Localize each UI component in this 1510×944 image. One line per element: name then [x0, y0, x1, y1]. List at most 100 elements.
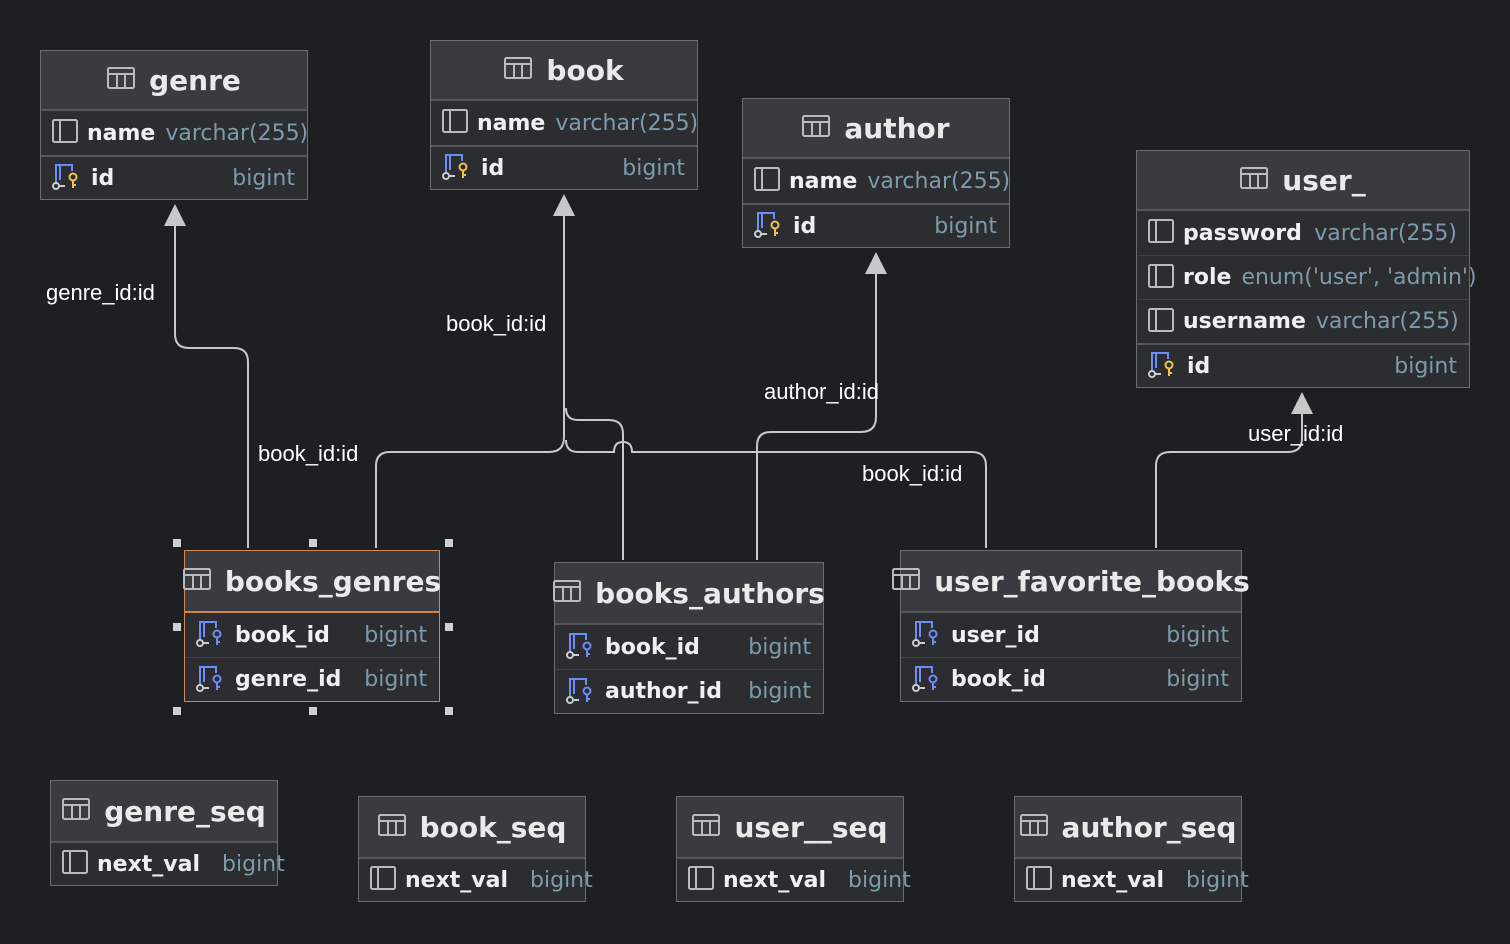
column-icon — [441, 109, 469, 137]
connector-user-favorite-books-to-user[interactable] — [1155, 414, 1303, 548]
table-header[interactable]: books_authors — [553, 563, 825, 625]
table-header[interactable]: genre_seq — [51, 781, 277, 843]
connector-user-favorite-books-to-book[interactable] — [565, 439, 987, 548]
resize-handle-bottom-right[interactable] — [445, 707, 453, 715]
table-header[interactable]: author — [743, 99, 1009, 159]
column-row-name[interactable]: name varchar(255) — [743, 159, 1011, 203]
column-type: enum('user', 'admin') — [1241, 265, 1477, 290]
column-type: bigint — [748, 634, 811, 660]
column-name: name — [789, 168, 858, 194]
table-icon — [377, 813, 406, 841]
column-type: varchar(255) — [165, 120, 309, 146]
column-icon — [51, 119, 79, 147]
column-name: author_id — [605, 679, 722, 704]
column-row-id[interactable]: id bigint — [41, 155, 307, 199]
table-header[interactable]: book_seq — [359, 797, 585, 859]
column-name: next_val — [97, 851, 201, 877]
foreign-key-icon — [911, 664, 943, 696]
column-row-book-id[interactable]: book_id bigint — [901, 657, 1241, 701]
table-icon — [504, 56, 533, 84]
column-type: bigint — [1166, 667, 1229, 692]
column-icon — [1147, 219, 1175, 247]
column-row-role[interactable]: role enum('user', 'admin') — [1137, 255, 1477, 299]
column-type: bigint — [748, 679, 811, 704]
table-header[interactable]: user_ — [1137, 151, 1469, 211]
column-type: bigint — [934, 213, 997, 239]
relation-label-user-id: user_id:id — [1248, 421, 1344, 446]
resize-handle-top-left[interactable] — [173, 539, 181, 547]
column-name: next_val — [1061, 867, 1165, 893]
column-name: next_val — [723, 867, 827, 893]
column-name: id — [1187, 353, 1211, 379]
table-icon — [892, 567, 921, 595]
relation-label-author-id: author_id:id — [764, 379, 879, 404]
foreign-key-icon — [195, 619, 227, 651]
table-header[interactable]: user_favorite_books — [892, 551, 1250, 613]
table-title: book_seq — [419, 810, 567, 844]
relation-label-book-id-user-favorite: book_id:id — [862, 461, 963, 486]
resize-handle-middle-right[interactable] — [445, 623, 453, 631]
table-header[interactable]: user__seq — [677, 797, 903, 859]
column-name: id — [481, 155, 505, 181]
table-icon — [62, 797, 91, 825]
column-type: varchar(255) — [555, 110, 699, 136]
column-type: varchar(255) — [867, 168, 1011, 194]
table-author[interactable]: author name varchar(255) id bigint — [742, 98, 1010, 248]
resize-handle-bottom-left[interactable] — [173, 707, 181, 715]
connector-books-genres-to-book[interactable] — [375, 216, 565, 548]
column-row-author-id[interactable]: author_id bigint — [555, 669, 823, 713]
table-header[interactable]: genre — [41, 51, 307, 111]
column-name: book_id — [951, 667, 1046, 692]
connector-books-genres-to-genre[interactable] — [174, 224, 249, 548]
table-icon — [1019, 813, 1048, 841]
primary-key-icon — [441, 152, 473, 184]
table-header[interactable]: book — [431, 41, 697, 101]
column-row-id[interactable]: id bigint — [743, 203, 1009, 247]
table-header[interactable]: author_seq — [1015, 797, 1241, 859]
resize-handle-top-middle[interactable] — [309, 539, 317, 547]
column-name: role — [1183, 265, 1232, 290]
foreign-key-icon — [911, 619, 943, 651]
table-title: user_favorite_books — [934, 564, 1250, 598]
column-type: bigint — [1166, 622, 1229, 648]
column-name: id — [793, 213, 817, 239]
table-title: author_seq — [1061, 810, 1237, 844]
column-type: bigint — [232, 165, 295, 191]
resize-handle-bottom-middle[interactable] — [309, 707, 317, 715]
resize-handle-middle-left[interactable] — [173, 623, 181, 631]
table-header[interactable]: books_genres — [182, 551, 441, 613]
column-icon — [61, 850, 89, 878]
resize-handle-top-right[interactable] — [445, 539, 453, 547]
relation-label-genre-id: genre_id:id — [46, 280, 155, 305]
connector-books-authors-to-author[interactable] — [756, 274, 877, 560]
column-name: password — [1183, 220, 1302, 246]
table-title: user__seq — [734, 810, 888, 844]
connector-books-authors-to-book[interactable] — [565, 407, 624, 560]
column-name: id — [91, 165, 115, 191]
